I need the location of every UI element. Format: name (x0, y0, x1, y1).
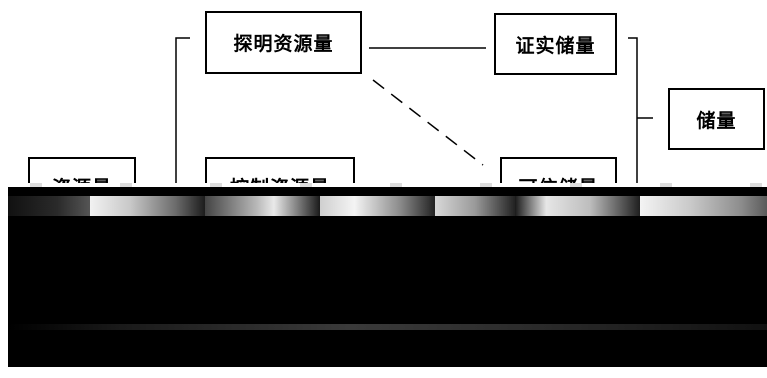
scan-gradient-1 (8, 196, 90, 216)
scan-gradient-2 (90, 196, 205, 216)
scan-streak (8, 324, 767, 330)
right-bracket (628, 37, 638, 190)
indicated-resource-box: 探明资源量 (205, 11, 362, 74)
scan-seam (0, 183, 767, 189)
proved-reserve-box: 证实储量 (494, 13, 617, 75)
dashed-connector (372, 79, 484, 166)
scan-gradient-3 (205, 196, 320, 216)
reserve-box: 储量 (668, 88, 765, 150)
scan-gradient-5 (435, 196, 515, 216)
scan-artifact-region (8, 187, 767, 367)
indicated-resource-label: 探明资源量 (233, 33, 334, 55)
reserve-label: 储量 (696, 109, 737, 132)
scan-gradient-4 (320, 196, 435, 216)
proved-reserve-label: 证实储量 (515, 34, 596, 57)
left-bracket (175, 37, 190, 190)
scan-gradient-6 (515, 196, 640, 216)
scan-gradient-7 (640, 196, 767, 216)
